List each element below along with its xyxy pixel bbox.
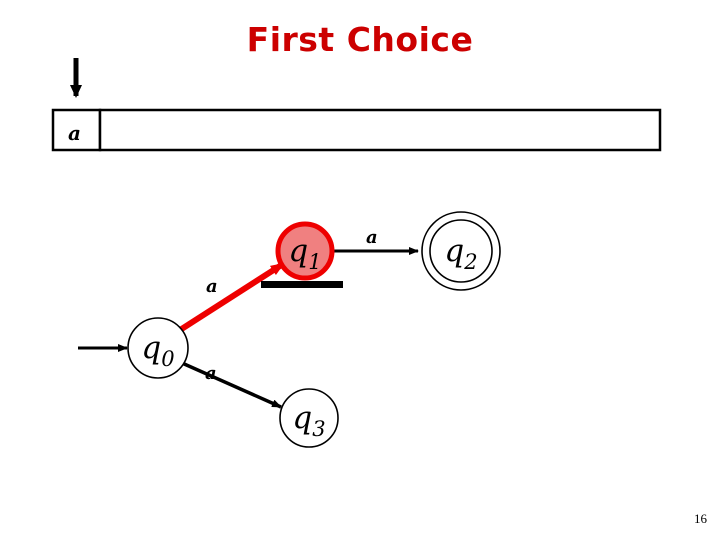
state-q0-label: q0: [141, 330, 174, 371]
transition-q1-q2[interactable]: a: [334, 227, 419, 255]
tape-cell-0-symbol: a: [68, 121, 81, 145]
transition-q0-q1-label: a: [206, 276, 218, 297]
page-number: 16: [694, 511, 707, 526]
transition-q1-q2-label: a: [366, 227, 378, 248]
transition-q0-q1[interactable]: a: [178, 261, 285, 333]
transition-q0-q3-label: a: [205, 363, 217, 384]
state-q2-label: q2: [444, 233, 477, 274]
q1-selection-bar: [261, 281, 343, 288]
state-q1[interactable]: q1: [275, 221, 335, 281]
state-q0[interactable]: q0: [127, 317, 189, 379]
tape-cell-1[interactable]: [98, 108, 662, 152]
transition-q0-q3[interactable]: a: [181, 361, 282, 409]
tape-cell-0[interactable]: [51, 108, 102, 152]
state-q3-label: q3: [292, 400, 325, 441]
state-q2[interactable]: q2: [421, 211, 501, 291]
page-title: First Choice: [246, 20, 474, 59]
state-q3[interactable]: q3: [279, 388, 339, 448]
input-tape: a: [51, 108, 662, 152]
state-q1-label: q1: [288, 233, 321, 274]
